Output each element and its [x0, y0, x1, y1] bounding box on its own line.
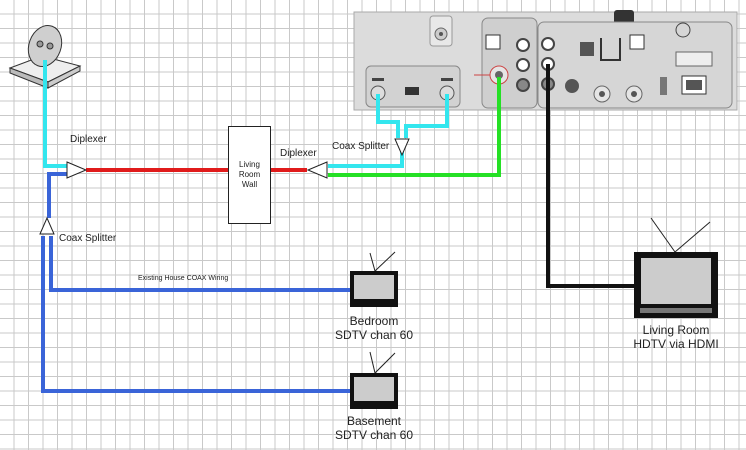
- coax-splitter-left-label: Coax Splitter: [59, 233, 117, 244]
- power-cord-socket: [614, 10, 634, 24]
- dish-logo-icon: [405, 87, 419, 95]
- living-room-tv-label: Living Room HDTV via HDMI: [622, 323, 730, 351]
- bedroom-tv-channel: SDTV chan 60: [334, 328, 414, 342]
- basement-coax-cable: [41, 236, 352, 393]
- svideo-port: [565, 79, 579, 93]
- usb-port: [660, 77, 667, 95]
- tv1-badge-icon: [629, 34, 645, 50]
- bedroom-tv-name: Bedroom: [349, 314, 399, 328]
- basement-tv-name: Basement: [346, 414, 402, 428]
- diplexer-right-icon: [306, 161, 328, 179]
- sat-in-2-cable: [404, 94, 449, 138]
- splitter-feed-cable: [328, 152, 404, 168]
- audio-digital-output-port: [580, 42, 594, 56]
- home-distribution-cable: [328, 77, 501, 177]
- wall-label-line3: Wall: [241, 180, 258, 189]
- basement-tv-label: Basement SDTV chan 60: [330, 414, 418, 442]
- tv2-badge-icon: [485, 34, 501, 50]
- sat-in-1-cable: [376, 94, 400, 138]
- satellite-inputs-group: [365, 65, 461, 108]
- ul-logo-icon: [675, 22, 691, 38]
- diplexer-left-icon: [66, 161, 88, 179]
- wall-label-line2: Room: [238, 170, 261, 179]
- living-room-wall: Living Room Wall: [228, 126, 271, 224]
- basement-tv-icon: [350, 351, 398, 409]
- bedroom-tv-label: Bedroom SDTV chan 60: [330, 314, 418, 342]
- diplexer-right-label: Diplexer: [280, 148, 317, 159]
- bedroom-tv-icon: [350, 251, 398, 307]
- coax-splitter-right-icon: [394, 138, 410, 157]
- coax-splitter-left-icon: [39, 216, 55, 235]
- dish-feed-cable: [43, 60, 68, 168]
- diplexer-left-label: Diplexer: [70, 134, 107, 145]
- house-coax-cable-top: [47, 172, 68, 218]
- hdmi-cable: [546, 64, 636, 288]
- living-room-tv-connection: HDTV via HDMI: [633, 337, 719, 351]
- bedroom-coax-cable: [49, 236, 352, 292]
- coax-splitter-right-label: Coax Splitter: [332, 141, 390, 152]
- wall-label-line1: Living: [239, 160, 260, 169]
- existing-wiring-label: Existing House COAX Wiring: [138, 275, 229, 282]
- basement-tv-channel: SDTV chan 60: [334, 428, 414, 442]
- living-room-tv-name: Living Room: [642, 323, 710, 337]
- living-room-tv-icon: [634, 217, 718, 318]
